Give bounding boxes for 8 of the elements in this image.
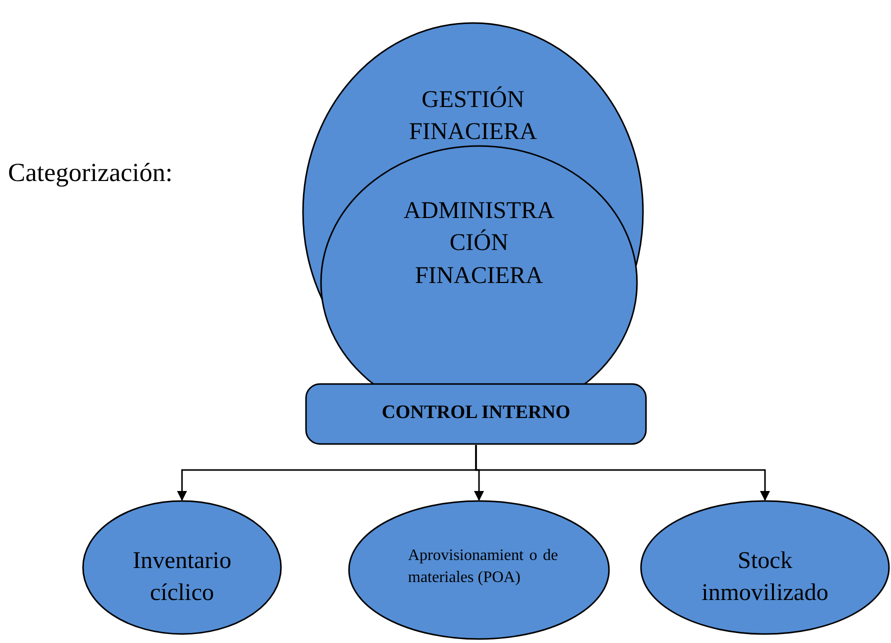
- category-title: GESTIÓN FINACIERA: [408, 85, 538, 148]
- category-label: Stock inmovilizado: [700, 547, 830, 608]
- caption-text: Categorización:: [8, 158, 173, 188]
- category-title: ADMINISTRA CIÓN FINACIERA: [402, 197, 556, 291]
- category-label: Aprovisionamient o de materiales (POA): [408, 546, 558, 588]
- arrow: [475, 445, 770, 501]
- box-label: CONTROL INTERNO: [380, 401, 572, 425]
- category-label: Inventario cíclico: [132, 547, 232, 608]
